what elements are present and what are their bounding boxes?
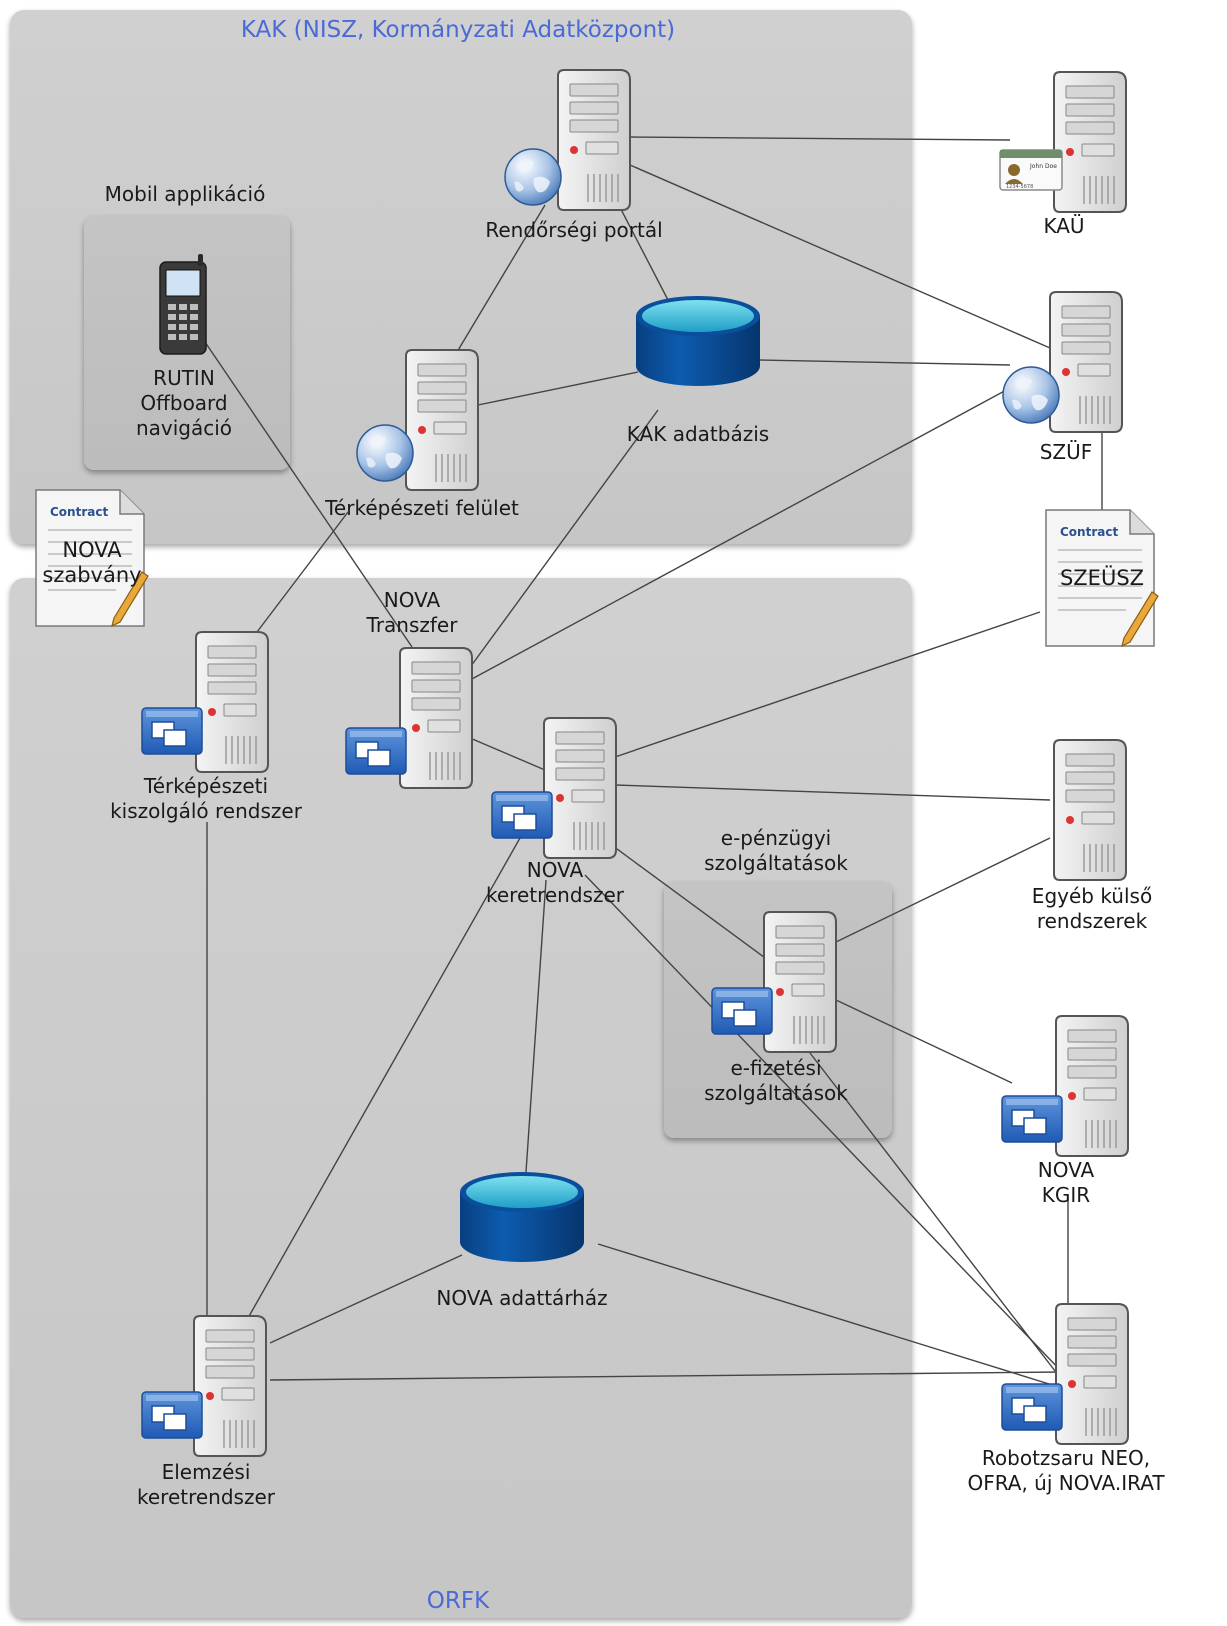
server-icon	[763, 911, 837, 1053]
app-window-icon	[1001, 1095, 1063, 1143]
app-window-icon	[141, 707, 203, 755]
label-kau: KAÜ	[1043, 214, 1085, 238]
label-terkepeszeti-felulet: Térképészeti felület	[325, 496, 519, 520]
link-efizetesi-robotzsaru	[799, 1039, 1063, 1381]
mobile-phone-icon	[159, 254, 207, 355]
app-window-icon	[345, 727, 407, 775]
link-portal-szuf	[629, 164, 1051, 349]
server-icon	[399, 647, 473, 789]
contract-document-icon: Contract	[1045, 509, 1159, 647]
globe-icon	[356, 424, 414, 482]
link-portal-terkfel	[456, 204, 546, 353]
svg-text:John Doe: John Doe	[1029, 163, 1057, 170]
link-keretrendszer-szeusz	[614, 611, 1041, 758]
contract-document-icon: Contract	[35, 489, 149, 627]
link-adattarhaz-elemzesi	[269, 1254, 463, 1344]
link-terkfel-kakdb	[477, 371, 639, 406]
svg-text:Contract: Contract	[50, 505, 108, 519]
app-window-icon	[491, 791, 553, 839]
link-efizetesi-egyeb	[835, 837, 1051, 943]
server-icon	[543, 717, 617, 859]
label-robotzsaru: Robotzsaru NEO,OFRA, új NOVA.IRAT	[967, 1446, 1165, 1495]
database-icon	[460, 1172, 584, 1262]
server-icon	[557, 69, 631, 211]
link-adattarhaz-robotzsaru	[597, 1243, 1063, 1389]
server-icon	[405, 349, 479, 491]
label-kak-adatbazis: KAK adatbázis	[626, 422, 770, 446]
server-icon	[1053, 739, 1127, 881]
orfk-zone-title: ORFK	[426, 1588, 490, 1614]
svg-text:1234-5678: 1234-5678	[1006, 184, 1033, 190]
svg-text:Contract: Contract	[1060, 525, 1118, 539]
link-portal-kau	[629, 136, 1011, 141]
link-keretrendszer-egyeb	[614, 784, 1051, 801]
globe-icon	[1002, 366, 1060, 424]
server-icon	[1055, 1303, 1129, 1445]
label-szuf: SZÜF	[1039, 440, 1093, 464]
link-keretrendszer-robotzsaru	[584, 874, 1063, 1373]
link-keretrendszer-elemzesi	[247, 837, 521, 1319]
label-szeusz: SZEÜSZ	[1059, 566, 1145, 590]
server-icon	[1055, 1015, 1129, 1157]
app-window-icon	[141, 1391, 203, 1439]
server-icon	[1053, 71, 1127, 213]
link-elemzesi-robotzsaru	[269, 1371, 1063, 1381]
server-icon	[1049, 291, 1123, 433]
id-card-icon: John Doe 1234-5678	[999, 149, 1063, 191]
globe-icon	[504, 148, 562, 206]
database-icon	[636, 296, 760, 386]
link-rutin-transzfer	[204, 341, 413, 648]
mobil-zone-title: Mobil applikáció	[104, 182, 266, 206]
app-window-icon	[711, 987, 773, 1035]
label-rendorsegi-portal: Rendőrségi portál	[485, 218, 663, 242]
link-keretrendszer-adattarhaz	[525, 879, 547, 1173]
link-terkfel-terkkiszolgalo	[256, 511, 349, 633]
link-kakdb-transzfer	[462, 409, 659, 678]
link-keretrendszer-efizetesi	[597, 834, 769, 961]
link-efizetesi-kgir	[835, 999, 1013, 1084]
server-icon	[193, 1315, 267, 1457]
link-transzfer-keretrendszer	[469, 737, 546, 771]
label-nova-adattarhaz: NOVA adattárház	[436, 1286, 608, 1310]
app-window-icon	[1001, 1383, 1063, 1431]
server-icon	[195, 631, 269, 773]
link-szuf-transzfer	[469, 387, 1011, 681]
link-kakdb-szuf	[759, 359, 1011, 366]
kak-zone-title: KAK (NISZ, Kormányzati Adatközpont)	[240, 17, 676, 43]
